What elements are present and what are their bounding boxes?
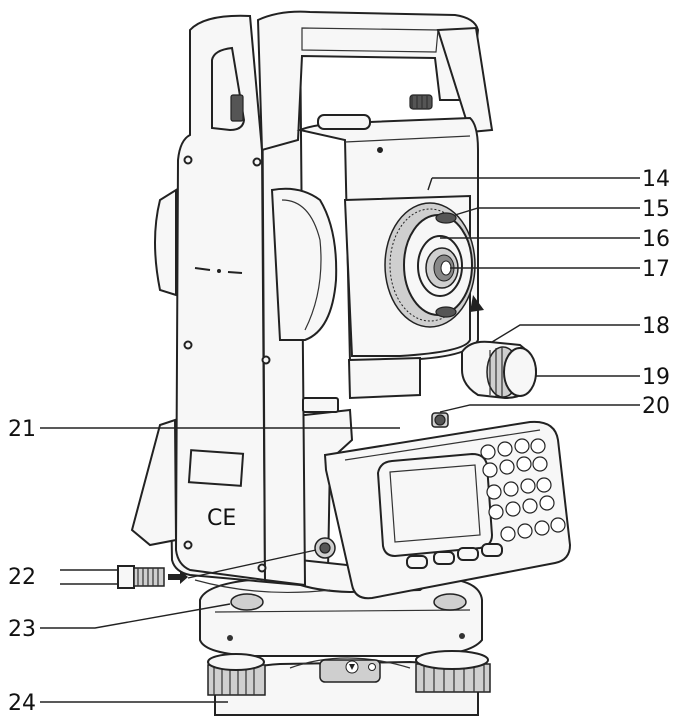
ce-mark: CE bbox=[207, 506, 236, 531]
vertical-tangent-screw bbox=[461, 340, 537, 400]
left-standard bbox=[130, 14, 339, 587]
callout-19: 19 bbox=[642, 365, 670, 390]
callout-labels: 14 15 16 17 18 19 20 21 22 23 24 bbox=[8, 167, 670, 716]
callout-14: 14 bbox=[642, 167, 670, 192]
callout-15: 15 bbox=[642, 197, 670, 222]
callout-24: 24 bbox=[8, 691, 36, 716]
callout-17: 17 bbox=[642, 257, 670, 282]
tribrach-base bbox=[199, 576, 483, 716]
callout-20: 20 bbox=[642, 394, 670, 419]
data-port bbox=[314, 537, 336, 559]
leader-lines bbox=[40, 177, 640, 703]
data-cable bbox=[60, 565, 188, 589]
callout-18: 18 bbox=[642, 314, 670, 339]
callout-22: 22 bbox=[8, 565, 36, 590]
callout-16: 16 bbox=[642, 227, 670, 252]
keyboard-panel bbox=[323, 420, 572, 600]
callout-21: 21 bbox=[8, 417, 36, 442]
leveling-screw-left bbox=[207, 653, 266, 696]
leveling-screw-right bbox=[415, 650, 491, 693]
callout-23: 23 bbox=[8, 617, 36, 642]
vertical-clamp bbox=[431, 412, 449, 428]
carrying-handle bbox=[256, 10, 494, 152]
